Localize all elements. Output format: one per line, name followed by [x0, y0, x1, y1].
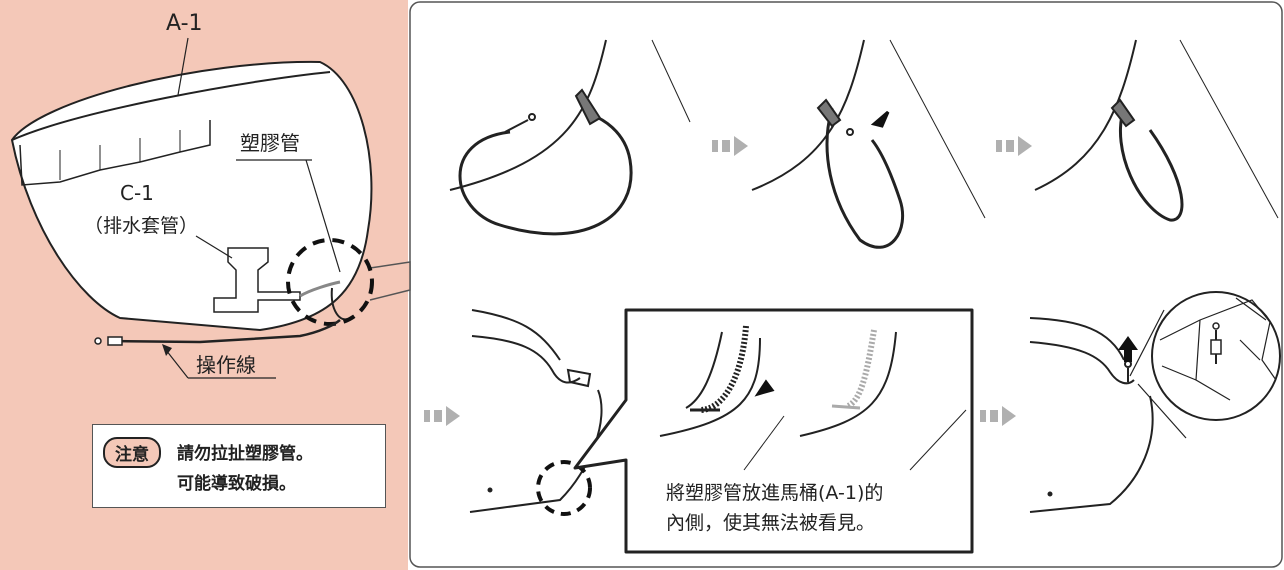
caution-badge: 注意: [103, 437, 161, 468]
label-drain-sleeve: （排水套管）: [84, 215, 198, 237]
label-plastic-tube: 塑膠管: [240, 131, 300, 155]
caution-line-2: 可能導致破損。: [177, 474, 296, 494]
step-5-illustration: [1029, 317, 1154, 513]
magnified-view: [1129, 291, 1281, 439]
caution-note: 注意 請勿拉扯塑膠管。 可能導致破損。: [92, 424, 386, 508]
callout-line-1: 將塑膠管放進馬桶(A-1)的: [666, 482, 884, 504]
step-arrow-icon: [996, 136, 1032, 156]
step-arrow-icon: [980, 406, 1016, 426]
step-arrow-icon: [424, 406, 460, 426]
leader-tube: [305, 159, 341, 273]
label-operating-wire: 操作線: [196, 353, 256, 377]
push-arrow-icon: [754, 379, 775, 397]
leader-wire: [165, 349, 189, 379]
pull-up-arrow-icon: [1118, 336, 1138, 362]
step-3-illustration: [1034, 39, 1279, 222]
step-1-illustration: [449, 39, 691, 236]
push-arrow-icon: [870, 110, 890, 128]
callout-after-illustration: [743, 329, 967, 471]
caution-line-1: 請勿拉扯塑膠管。: [177, 444, 313, 464]
leader-a1: [177, 37, 189, 96]
label-c1: C-1: [120, 181, 154, 205]
label-a1: A-1: [166, 11, 203, 36]
callout-before-illustration: [659, 325, 761, 437]
callout-line-2: 內側，使其無法被看見。: [666, 512, 876, 534]
tube-segment: [299, 280, 341, 298]
callout-caption: 將塑膠管放進馬桶(A-1)的 內側，使其無法被看見。: [666, 478, 883, 538]
step-2-illustration: [751, 39, 986, 249]
operating-wire: [109, 319, 341, 344]
step-arrow-icon: [712, 136, 748, 156]
toilet-seat-illustration: [10, 60, 373, 332]
zoom-circle-small: [536, 460, 592, 516]
zoom-circle: [286, 238, 374, 326]
zoom-connector: [369, 261, 411, 301]
leader-c1: [195, 235, 233, 259]
